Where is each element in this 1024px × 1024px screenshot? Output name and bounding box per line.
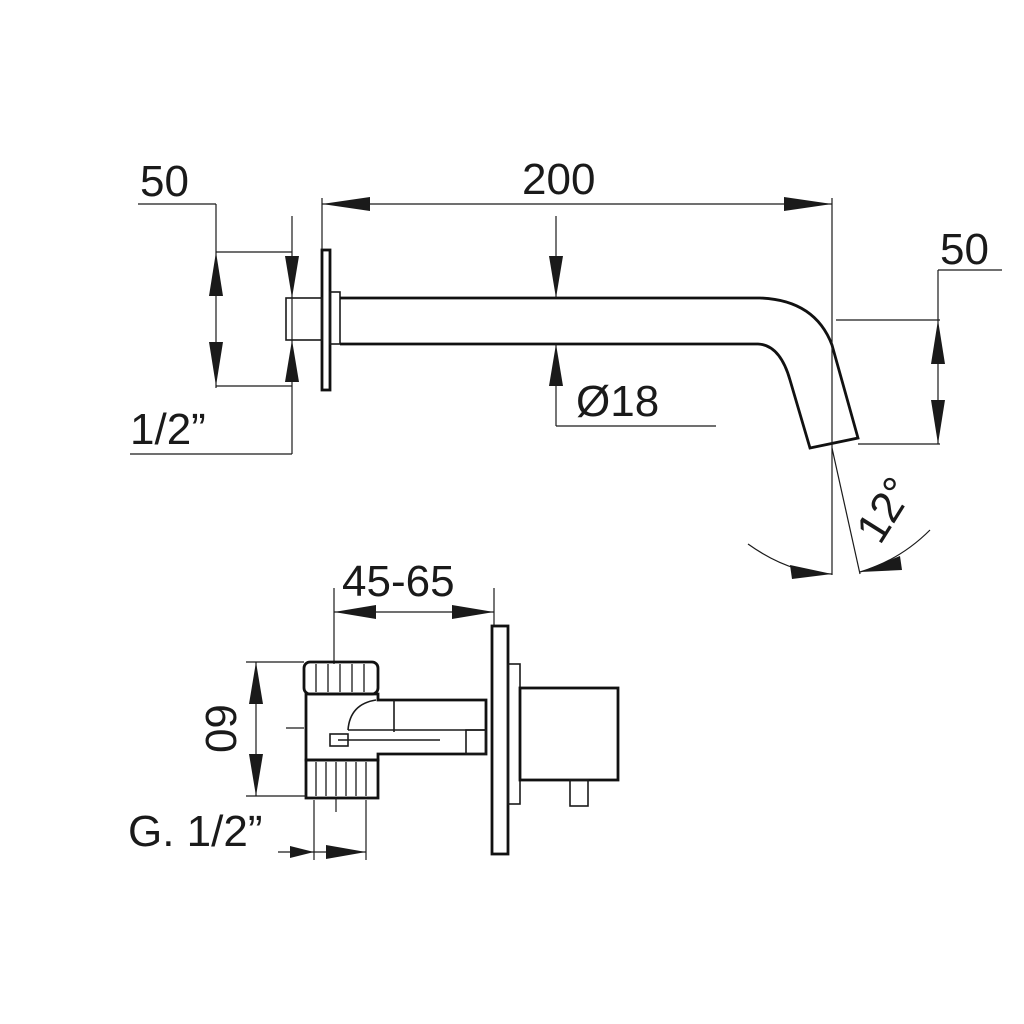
valve-plate-step [507,663,521,805]
valve-top-nut [302,660,380,696]
connector-thread [315,762,367,796]
spout-wall-plate [320,248,332,392]
dim-half-inch: 1/2” [130,405,206,454]
nut-knurl [315,664,365,692]
dim-diameter-18: Ø18 [576,377,659,426]
valve-wall-plate [490,624,510,856]
dim-50-right: 50 [940,225,989,274]
dim-60: 60 [196,704,245,753]
valve-body [304,692,488,762]
spout-view: 200 50 1/2” Ø18 50 1 [130,155,1002,579]
spout-collar [329,291,341,345]
dim-200: 200 [522,155,595,204]
dim-thread-size: G. 1/2” [128,807,263,856]
spout-connector [285,297,323,341]
spout-pipe [340,296,860,450]
dim-50-left: 50 [140,157,189,206]
valve-view: 45-65 [128,557,620,860]
valve-handle [518,686,620,782]
valve-handle-stub [569,779,589,807]
dim-45-65: 45-65 [342,557,455,606]
valve-thread-connector [304,758,380,800]
dim-angle-12: 12° [847,469,924,551]
